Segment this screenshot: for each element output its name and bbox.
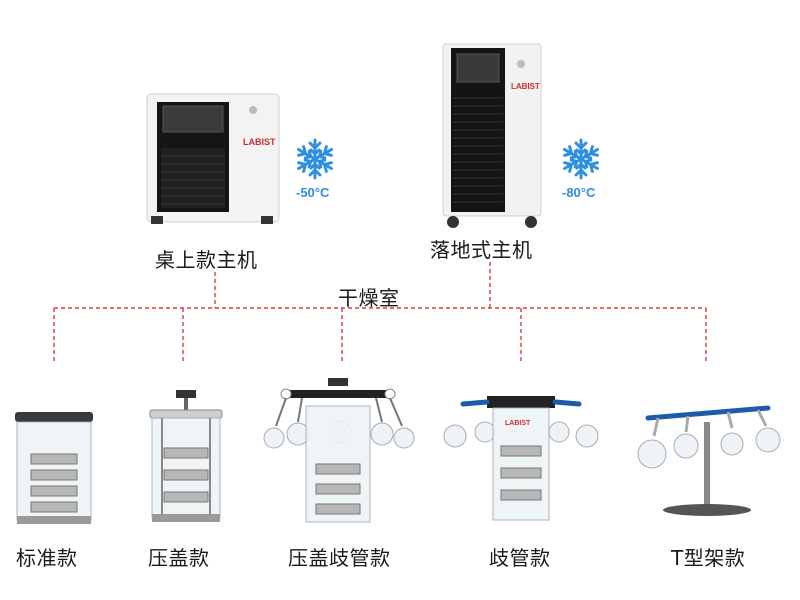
chamber-stoppering-manifold-image [263,378,415,523]
chamber-standard-label: 标准款 [16,546,78,570]
drying-chamber-label: 干燥室 [338,286,400,310]
floor-host-label: 落地式主机 [430,238,533,262]
chamber-standard-image [15,412,93,524]
desktop-host-brand-logo: LABIST [243,137,276,147]
manifold-brand-logo: LABIST [505,420,531,427]
desktop-host-label: 桌上款主机 [155,248,258,272]
snowflake-icon [560,138,602,180]
floor-host-image [442,43,542,228]
chamber-stoppering-label: 压盖款 [148,546,210,570]
desktop-host-image [146,93,280,224]
floor-host-brand-logo: LABIST [511,82,540,91]
chamber-manifold-image [443,396,599,521]
chamber-t-rack-image [637,405,781,516]
snowflake-icon [294,138,336,180]
desktop-host-temp: -50°C [296,185,330,200]
chamber-t-rack-label: T型架款 [671,546,746,570]
chamber-stoppering-manifold-label: 压盖歧管款 [288,546,391,570]
chamber-manifold-label: 歧管款 [489,546,551,570]
chamber-stoppering-image [149,390,223,522]
floor-host-temp: -80°C [562,185,596,200]
